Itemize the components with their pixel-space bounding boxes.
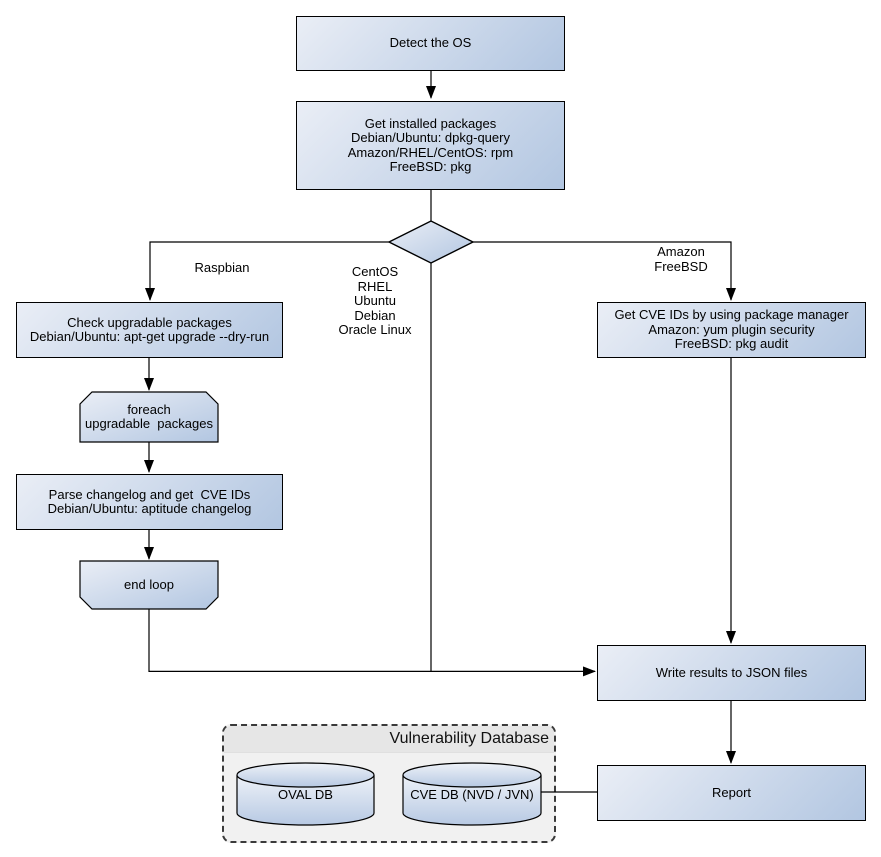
loop-begin-label-wrap: foreach upgradable packages [80, 392, 218, 442]
edge-label-amazon-freebsd: Amazon FreeBSD [654, 244, 708, 274]
edge-label-raspbian: Raspbian [194, 260, 250, 275]
vulnerability-database-titlebar: Vulnerability Database [224, 726, 554, 753]
oval-db-label-wrap: OVAL DB [237, 777, 374, 813]
node-write-results-json: Write results to JSON files [597, 645, 866, 701]
oval-db-label: OVAL DB [278, 786, 333, 802]
edge-endloop-to-writeresults [148, 609, 596, 677]
loop-begin-label: foreach upgradable packages [85, 401, 213, 431]
node-detect-os: Detect the OS [296, 16, 565, 71]
node-get-cve-ids-by-package-manager-label: Get CVE IDs by using package manager Ama… [614, 307, 849, 352]
node-get-installed-packages-label: Get installed packages Debian/Ubuntu: dp… [347, 115, 514, 174]
node-report-label: Report [711, 784, 752, 800]
cve-db-label-wrap: CVE DB (NVD / JVN) [403, 777, 541, 813]
decision-diamond [387, 220, 475, 264]
edge-label-os-list: CentOS RHEL Ubuntu Debian Oracle Linux [338, 264, 412, 337]
vulnerability-database-title: Vulnerability Database [389, 730, 550, 747]
loop-end-label: end loop [124, 576, 174, 592]
node-parse-changelog: Parse changelog and get CVE IDs Debian/U… [16, 474, 283, 530]
node-parse-changelog-label: Parse changelog and get CVE IDs Debian/U… [47, 486, 252, 516]
loop-end-label-wrap: end loop [80, 561, 218, 609]
node-report: Report [597, 765, 866, 821]
node-detect-os-label: Detect the OS [389, 35, 472, 51]
cve-db-label: CVE DB (NVD / JVN) [410, 786, 534, 802]
node-get-installed-packages: Get installed packages Debian/Ubuntu: dp… [296, 101, 565, 190]
node-get-cve-ids-by-package-manager: Get CVE IDs by using package manager Ama… [597, 302, 866, 358]
node-check-upgradable-packages: Check upgradable packages Debian/Ubuntu:… [16, 302, 283, 358]
node-write-results-json-label: Write results to JSON files [655, 664, 808, 680]
node-check-upgradable-packages-label: Check upgradable packages Debian/Ubuntu:… [29, 314, 270, 344]
